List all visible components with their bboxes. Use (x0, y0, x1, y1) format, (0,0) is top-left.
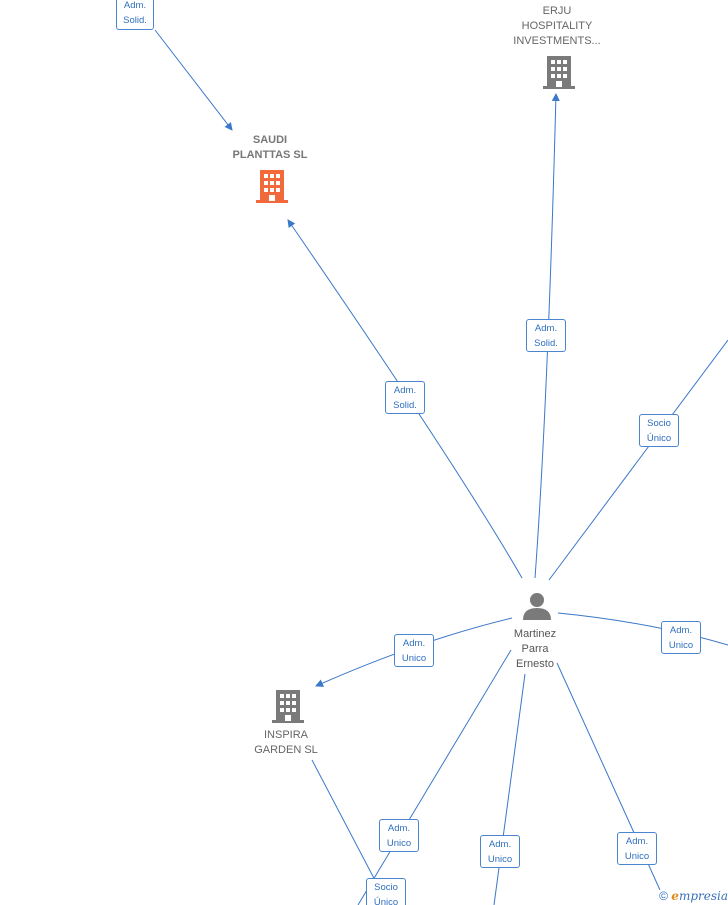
relation-badge-socio-bottom[interactable]: Socio Único (366, 878, 406, 905)
relation-line: Unico (487, 854, 513, 865)
node-saudi-planttas[interactable]: SAUDI PLANTTAS SL (220, 133, 320, 163)
node-label-line: Ernesto (516, 658, 554, 670)
node-erju-hospitality[interactable]: ERJU HOSPITALITY INVESTMENTS... (502, 4, 612, 49)
node-label-line: PLANTTAS SL (232, 149, 308, 161)
edge-person-to-saudi (287, 219, 523, 579)
relation-line: Único (373, 897, 399, 905)
edge-person-to-right-top (548, 339, 728, 581)
relation-line: Solid. (123, 15, 147, 26)
edge-person-to-erju (534, 93, 560, 579)
node-label-line: Parra (521, 643, 549, 655)
node-label-line: GARDEN SL (254, 744, 318, 756)
relation-badge-inspira[interactable]: Adm. Unico (394, 634, 434, 667)
relation-badge-erju[interactable]: Adm. Solid. (526, 319, 566, 352)
building-icon (272, 690, 304, 723)
relation-badge-bottom-mid[interactable]: Adm. Unico (480, 835, 520, 868)
relation-badge-top-left[interactable]: Adm. Solid. (116, 0, 154, 30)
relation-line: Adm. (402, 638, 426, 649)
relation-line: Unico (668, 640, 694, 651)
relation-line: Socio (374, 882, 398, 893)
relation-line: Solid. (393, 400, 417, 411)
building-icon (256, 170, 288, 203)
brand-watermark: © empresia (659, 889, 728, 903)
relation-line: Unico (386, 838, 412, 849)
node-label-line: INVESTMENTS... (513, 35, 601, 47)
relation-line: Único (646, 433, 672, 444)
node-label-line: ERJU (542, 5, 572, 17)
node-person-martinez-parra[interactable]: Martinez Parra Ernesto (500, 627, 570, 672)
edge-top-left-to-saudi (154, 29, 233, 131)
edge-person-to-bottom-left (357, 649, 512, 905)
edge-person-to-bottom-mid (493, 673, 526, 905)
relation-line: Adm. (534, 323, 558, 334)
relation-line: Socio (647, 418, 671, 429)
relation-badge-right[interactable]: Adm. Unico (661, 621, 701, 654)
node-inspira-garden[interactable]: INSPIRA GARDEN SL (240, 728, 332, 758)
relation-line: Adm. (393, 385, 417, 396)
node-label-line: SAUDI (252, 134, 288, 146)
relation-badge-socio-right[interactable]: Socio Único (639, 414, 679, 447)
node-label-line: HOSPITALITY (521, 20, 593, 32)
copyright-symbol: © (659, 889, 668, 903)
relation-line: Adm. (488, 839, 512, 850)
relation-badge-bottom-left[interactable]: Adm. Unico (379, 819, 419, 852)
relation-line: Solid. (534, 338, 558, 349)
relation-badge-bottom-right[interactable]: Adm. Unico (617, 832, 657, 865)
brand-logo-text: empresia (671, 889, 728, 903)
person-icon (523, 593, 551, 620)
node-label-line: INSPIRA (263, 729, 308, 741)
edge-person-to-right (557, 612, 728, 646)
relation-line: Adm. (387, 823, 411, 834)
node-label-line: Martinez (513, 628, 557, 640)
relation-line: Unico (624, 851, 650, 862)
relation-line: Adm. (669, 625, 693, 636)
relation-line: Adm. (625, 836, 649, 847)
building-icon (543, 56, 575, 89)
relation-line: Adm. (123, 0, 147, 11)
relation-badge-saudi[interactable]: Adm. Solid. (385, 381, 425, 414)
relation-line: Unico (401, 653, 427, 664)
